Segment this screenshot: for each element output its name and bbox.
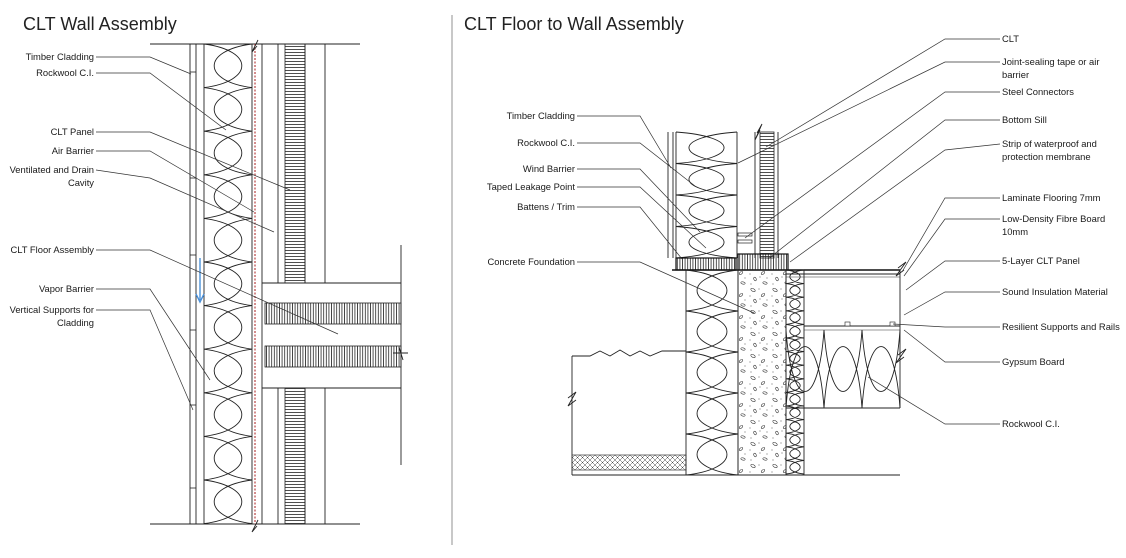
foundation-rockwool-insulation bbox=[685, 269, 739, 476]
label-bottom-sill: Bottom Sill bbox=[1002, 114, 1047, 125]
clt-panel-lower bbox=[284, 387, 306, 525]
floor-diagram-title: CLT Floor to Wall Assembly bbox=[464, 14, 684, 34]
floor-clt-layer-upper bbox=[264, 302, 402, 325]
floor-clt-layer-lower bbox=[264, 345, 402, 368]
upper-rockwool-insulation bbox=[675, 131, 738, 259]
label-waterproof-strip-1: Strip of waterproof and bbox=[1002, 138, 1097, 149]
floor-right-labels: CLT Joint-sealing tape or air barrier St… bbox=[737, 33, 1120, 429]
label-fw-timber-cladding: Timber Cladding bbox=[507, 110, 575, 121]
wall-labels: Timber Cladding Rockwool C.I. CLT Panel … bbox=[10, 51, 339, 411]
label-fibre-board-2: 10mm bbox=[1002, 226, 1028, 237]
label-clt-panel: CLT Panel bbox=[51, 126, 94, 137]
wall-assembly-drawing bbox=[150, 39, 408, 533]
bottom-sill bbox=[737, 253, 789, 271]
label-joint-sealing-2: barrier bbox=[1002, 69, 1029, 80]
floor-left-labels: Timber Cladding Rockwool C.I. Wind Barri… bbox=[487, 110, 755, 314]
label-fw-rockwool-bottom: Rockwool C.I. bbox=[1002, 418, 1060, 429]
label-ventilated-cavity-2: Cavity bbox=[68, 177, 94, 188]
label-laminate-flooring: Laminate Flooring 7mm bbox=[1002, 192, 1101, 203]
label-timber-cladding: Timber Cladding bbox=[26, 51, 94, 62]
label-rockwool-ci: Rockwool C.I. bbox=[36, 67, 94, 78]
label-ventilated-cavity-1: Ventilated and Drain bbox=[10, 164, 94, 175]
label-joint-sealing-1: Joint-sealing tape or air bbox=[1002, 56, 1099, 67]
floor-rockwool-insulation bbox=[785, 329, 901, 409]
label-clt: CLT bbox=[1002, 33, 1019, 44]
label-wind-barrier: Wind Barrier bbox=[523, 163, 575, 174]
clt-panel-upper bbox=[284, 43, 306, 284]
steel-connector bbox=[737, 232, 753, 237]
wall-rockwool-insulation bbox=[203, 43, 253, 525]
label-gypsum-board: Gypsum Board bbox=[1002, 356, 1065, 367]
cladding-joints bbox=[190, 71, 196, 489]
label-fw-rockwool-ci: Rockwool C.I. bbox=[517, 137, 575, 148]
label-clt-floor-assembly: CLT Floor Assembly bbox=[10, 244, 94, 255]
label-resilient-supports: Resilient Supports and Rails bbox=[1002, 321, 1120, 332]
label-steel-connectors: Steel Connectors bbox=[1002, 86, 1074, 97]
label-battens-trim: Battens / Trim bbox=[517, 201, 575, 212]
label-vertical-supports-2: Cladding bbox=[57, 317, 94, 328]
label-5-layer-clt: 5-Layer CLT Panel bbox=[1002, 255, 1080, 266]
gravel-base bbox=[571, 454, 687, 471]
floor-wall-assembly-drawing bbox=[567, 123, 907, 476]
label-fibre-board-1: Low-Density Fibre Board bbox=[1002, 213, 1105, 224]
resilient-support bbox=[844, 321, 851, 327]
label-sound-insulation: Sound Insulation Material bbox=[1002, 286, 1108, 297]
label-air-barrier: Air Barrier bbox=[52, 145, 94, 156]
concrete-foundation bbox=[737, 269, 787, 476]
battens-trim bbox=[675, 257, 737, 271]
label-waterproof-strip-2: protection membrane bbox=[1002, 151, 1091, 162]
label-vapor-barrier: Vapor Barrier bbox=[39, 283, 94, 294]
label-concrete-foundation: Concrete Foundation bbox=[487, 256, 575, 267]
wall-diagram-title: CLT Wall Assembly bbox=[23, 14, 177, 34]
label-vertical-supports-1: Vertical Supports for bbox=[10, 304, 94, 315]
label-taped-leakage-point: Taped Leakage Point bbox=[487, 181, 575, 192]
foundation-side-insulation bbox=[785, 269, 805, 475]
